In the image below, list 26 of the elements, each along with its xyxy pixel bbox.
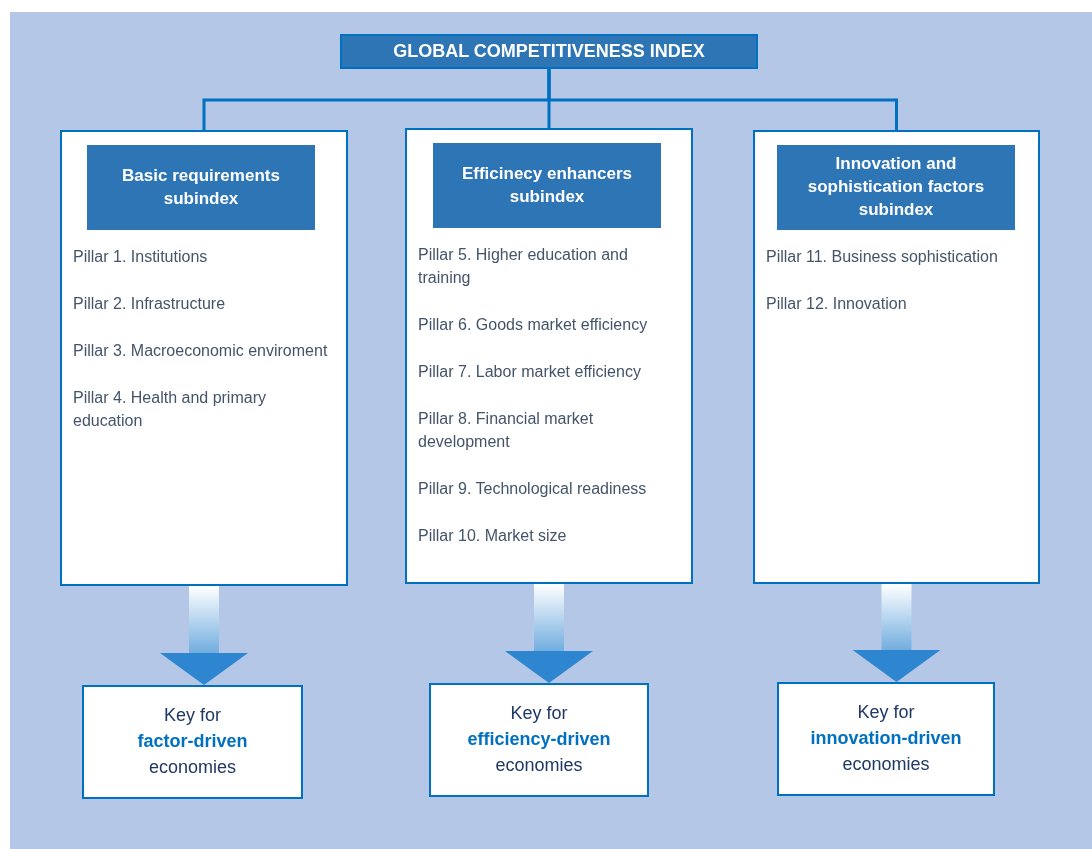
pillar-text: Pillar 1. Institutions (73, 247, 209, 267)
block-arrow (505, 584, 593, 683)
subindex-header: Efficinecy enhancers subindex (433, 143, 661, 228)
outcome-box: Key for factor-driven economies (82, 685, 303, 799)
pillar-text: Pillar 9. Technological readiness (418, 479, 648, 499)
pillar-text: Pillar 10. Market size (418, 526, 568, 546)
pillar-text: Pillar 2. Infrastructure (73, 294, 227, 314)
pillar-text: Pillar 5. Higher education and training (418, 245, 629, 288)
pillar-text: Pillar 4. Health and primary education (73, 388, 267, 431)
pillar-text: Pillar 8. Financial market development (418, 409, 595, 452)
pillar-text: Pillar 11. Business sophistication (766, 247, 999, 267)
pillar-text: Pillar 12. Innovation (766, 294, 908, 314)
pillar-text: Pillar 7. Labor market efficiency (418, 362, 642, 382)
subindex-panel (405, 128, 693, 584)
block-arrow (160, 586, 248, 685)
outcome-box: Key for innovation-driven economies (777, 682, 995, 796)
subindex-panel (60, 130, 348, 586)
pillar-text: Pillar 3. Macroeconomic enviroment (73, 341, 329, 361)
pillar-text: Pillar 6. Goods market efficiency (418, 315, 649, 335)
subindex-header: Innovation and sophistication factors subindex (777, 145, 1015, 230)
outcome-box: Key for efficiency-driven economies (429, 683, 649, 797)
subindex-panel (753, 130, 1040, 584)
title-banner: GLOBAL COMPETITIVENESS INDEX (340, 34, 758, 69)
connector-line (547, 69, 898, 130)
subindex-header: Basic requirements subindex (87, 145, 315, 230)
block-arrow (852, 584, 941, 682)
